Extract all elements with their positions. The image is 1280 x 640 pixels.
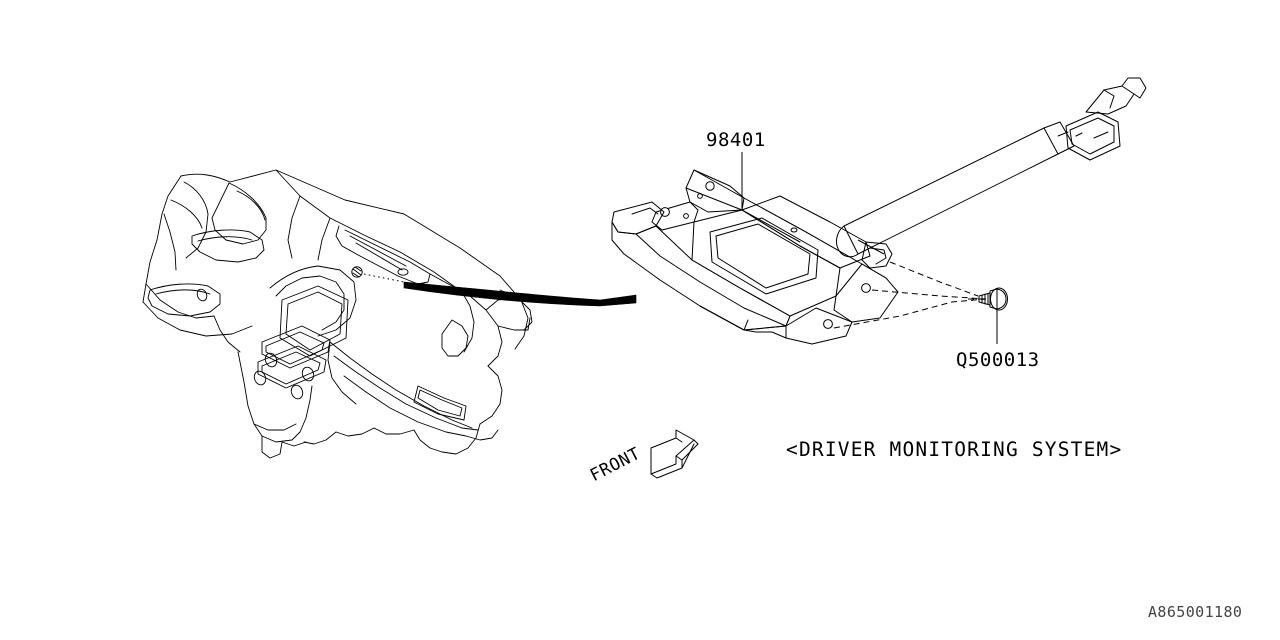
system-caption-label: <DRIVER MONITORING SYSTEM> xyxy=(786,438,1123,461)
part-number-label-98401: 98401 xyxy=(706,129,766,151)
diagram-id-label: A865001180 xyxy=(1148,603,1243,621)
part-number-label-q500013: Q500013 xyxy=(956,349,1040,371)
